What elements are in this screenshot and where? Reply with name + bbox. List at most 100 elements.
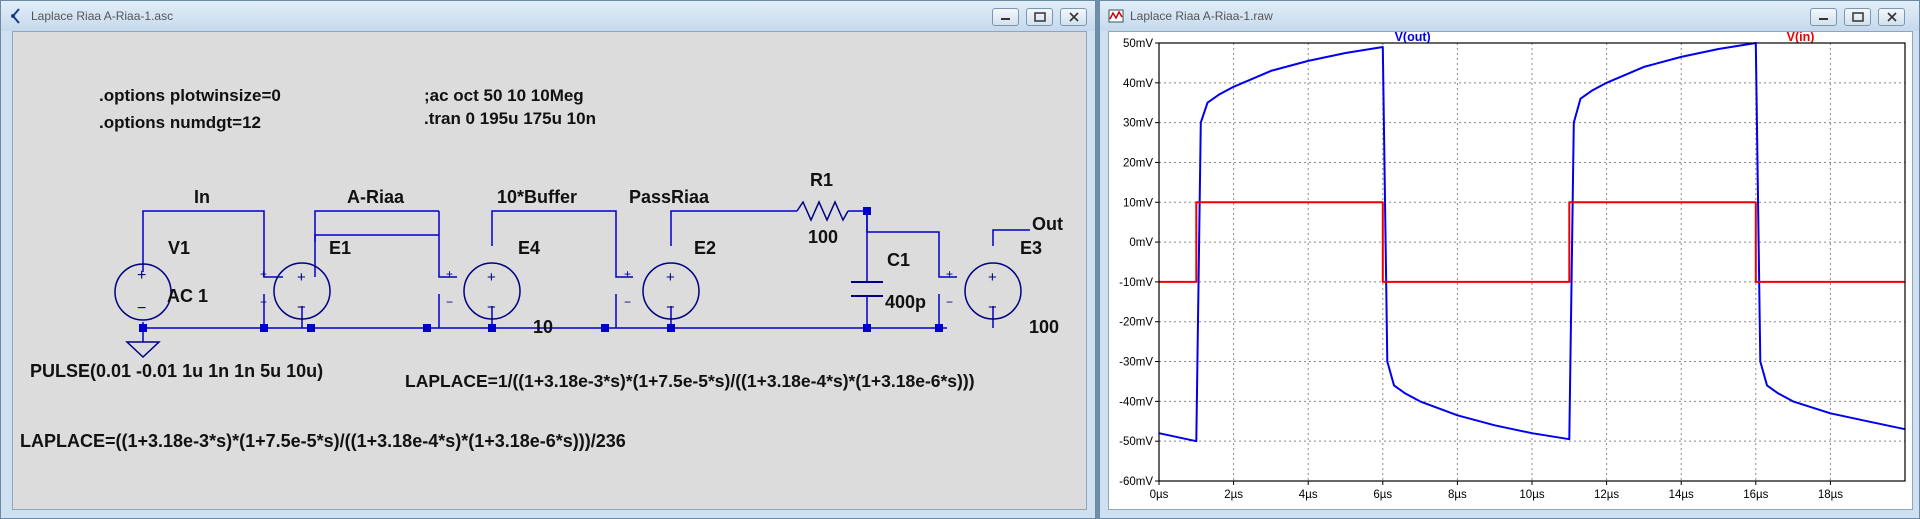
e2-out-minus: − — [666, 299, 675, 316]
waveform-chart[interactable]: 50mV40mV30mV20mV10mV0mV-10mV-20mV-30mV-4… — [1109, 30, 1914, 511]
schematic-drawing[interactable]: .options plotwinsize=0 .options numdgt=1… — [13, 32, 1088, 511]
minimize-icon — [1001, 18, 1010, 20]
x-tick-label: 8µs — [1448, 489, 1467, 501]
net-label-in: In — [194, 187, 210, 207]
v1-value: AC 1 — [167, 286, 208, 306]
e3-in-minus: − — [946, 295, 953, 309]
r1-resistor[interactable]: R1 100 — [796, 170, 849, 247]
schematic-window: Laplace Riaa A-Riaa-1.asc .options plotw… — [0, 0, 1096, 519]
y-tick-label: -40mV — [1119, 396, 1153, 408]
e2-out-plus: + — [666, 269, 675, 286]
restore-icon — [1034, 12, 1046, 22]
e3-out-plus: + — [988, 269, 997, 286]
c1-capacitor[interactable]: C1 400p — [851, 250, 926, 312]
restore-icon — [1852, 12, 1864, 22]
v1-name: V1 — [168, 238, 190, 258]
y-axis-ticks: 50mV40mV30mV20mV10mV0mV-10mV-20mV-30mV-4… — [1119, 38, 1159, 488]
plot-close-button[interactable] — [1878, 8, 1905, 26]
e4-out-minus: − — [487, 299, 496, 316]
waveform-app-icon — [1108, 9, 1124, 23]
e1-out-plus: + — [297, 269, 306, 286]
x-tick-label: 12µs — [1594, 489, 1619, 501]
y-tick-label: -10mV — [1119, 277, 1153, 289]
e4-name: E4 — [518, 238, 540, 258]
x-tick-label: 14µs — [1669, 489, 1694, 501]
e3-source[interactable]: + − + − E3 100 — [946, 238, 1059, 337]
e1-name: E1 — [329, 238, 351, 258]
e2-laplace-spec: LAPLACE=1/((1+3.18e-3*s)*(1+7.5e-5*s)/((… — [405, 371, 975, 391]
v1-pulse-spec: PULSE(0.01 -0.01 1u 1n 1n 5u 10u) — [30, 361, 323, 381]
c1-value: 400p — [885, 292, 926, 312]
directive-ac: ;ac oct 50 10 10Meg — [424, 86, 584, 105]
y-tick-label: -20mV — [1119, 317, 1153, 329]
y-tick-label: -60mV — [1119, 476, 1153, 488]
r1-value: 100 — [808, 227, 838, 247]
directive-numdgt: .options numdgt=12 — [99, 113, 261, 132]
e2-in-minus: − — [624, 295, 631, 309]
v-in-trace — [1159, 201, 1905, 283]
y-tick-label: 40mV — [1123, 78, 1153, 90]
e1-in-minus: − — [260, 295, 267, 309]
chart-grid — [1159, 43, 1905, 481]
schematic-title: Laplace Riaa A-Riaa-1.asc — [31, 9, 174, 23]
v1-plus: + — [137, 267, 146, 284]
x-tick-label: 4µs — [1299, 489, 1318, 501]
v-out-trace — [1158, 42, 1906, 443]
e1-in-plus: + — [260, 267, 267, 281]
minimize-icon — [1819, 18, 1828, 20]
minimize-button[interactable] — [992, 8, 1019, 26]
directive-tran: .tran 0 195u 175u 10n — [424, 109, 596, 128]
x-tick-label: 0µs — [1150, 489, 1169, 501]
net-label-buffer: 10*Buffer — [497, 187, 577, 207]
waveform-titlebar[interactable]: Laplace Riaa A-Riaa-1.raw — [1100, 1, 1919, 31]
plot-minimize-button[interactable] — [1810, 8, 1837, 26]
chart-traces — [1158, 42, 1906, 443]
x-tick-label: 10µs — [1519, 489, 1544, 501]
e1-source[interactable]: + − + − E1 — [260, 238, 351, 320]
e4-source[interactable]: + − + − E4 10 — [446, 238, 553, 337]
y-tick-label: 0mV — [1129, 237, 1153, 249]
junction-dots — [139, 207, 943, 332]
schematic-titlebar[interactable]: Laplace Riaa A-Riaa-1.asc — [1, 1, 1095, 31]
y-tick-label: -30mV — [1119, 357, 1153, 369]
directive-plotwinsize: .options plotwinsize=0 — [99, 86, 281, 105]
y-tick-label: 20mV — [1123, 157, 1153, 169]
x-tick-label: 16µs — [1743, 489, 1768, 501]
e3-name: E3 — [1020, 238, 1042, 258]
close-icon — [1069, 12, 1079, 22]
close-icon — [1887, 12, 1897, 22]
e4-in-plus: + — [446, 267, 453, 281]
waveform-title: Laplace Riaa A-Riaa-1.raw — [1130, 9, 1273, 23]
e3-value: 100 — [1029, 317, 1059, 337]
e3-out-minus: − — [988, 299, 997, 316]
e4-in-minus: − — [446, 295, 453, 309]
net-label-out: Out — [1032, 214, 1063, 234]
v1-minus: − — [137, 300, 146, 317]
e4-value: 10 — [533, 317, 553, 337]
net-label-ariaa: A-Riaa — [347, 187, 405, 207]
y-tick-label: 30mV — [1123, 118, 1153, 130]
wires — [142, 210, 1030, 342]
v1-source[interactable]: + − V1 AC 1 — [114, 238, 208, 321]
chart-legend[interactable]: V(out) V(in) — [1395, 30, 1815, 44]
x-tick-label: 18µs — [1818, 489, 1843, 501]
y-tick-label: 10mV — [1123, 197, 1153, 209]
maximize-button[interactable] — [1026, 8, 1053, 26]
net-label-passriaa: PassRiaa — [629, 187, 710, 207]
r1-name: R1 — [810, 170, 833, 190]
plot-maximize-button[interactable] — [1844, 8, 1871, 26]
schematic-canvas[interactable]: .options plotwinsize=0 .options numdgt=1… — [12, 31, 1087, 510]
legend-v-out[interactable]: V(out) — [1395, 30, 1431, 44]
c1-name: C1 — [887, 250, 910, 270]
close-button[interactable] — [1060, 8, 1087, 26]
e2-source[interactable]: + − + − E2 — [624, 238, 716, 320]
legend-v-in[interactable]: V(in) — [1787, 30, 1815, 44]
ground-icon — [125, 341, 161, 359]
x-tick-label: 2µs — [1224, 489, 1243, 501]
e2-name: E2 — [694, 238, 716, 258]
e4-out-plus: + — [487, 269, 496, 286]
e1-laplace-spec: LAPLACE=((1+3.18e-3*s)*(1+7.5e-5*s)/((1+… — [20, 431, 626, 451]
